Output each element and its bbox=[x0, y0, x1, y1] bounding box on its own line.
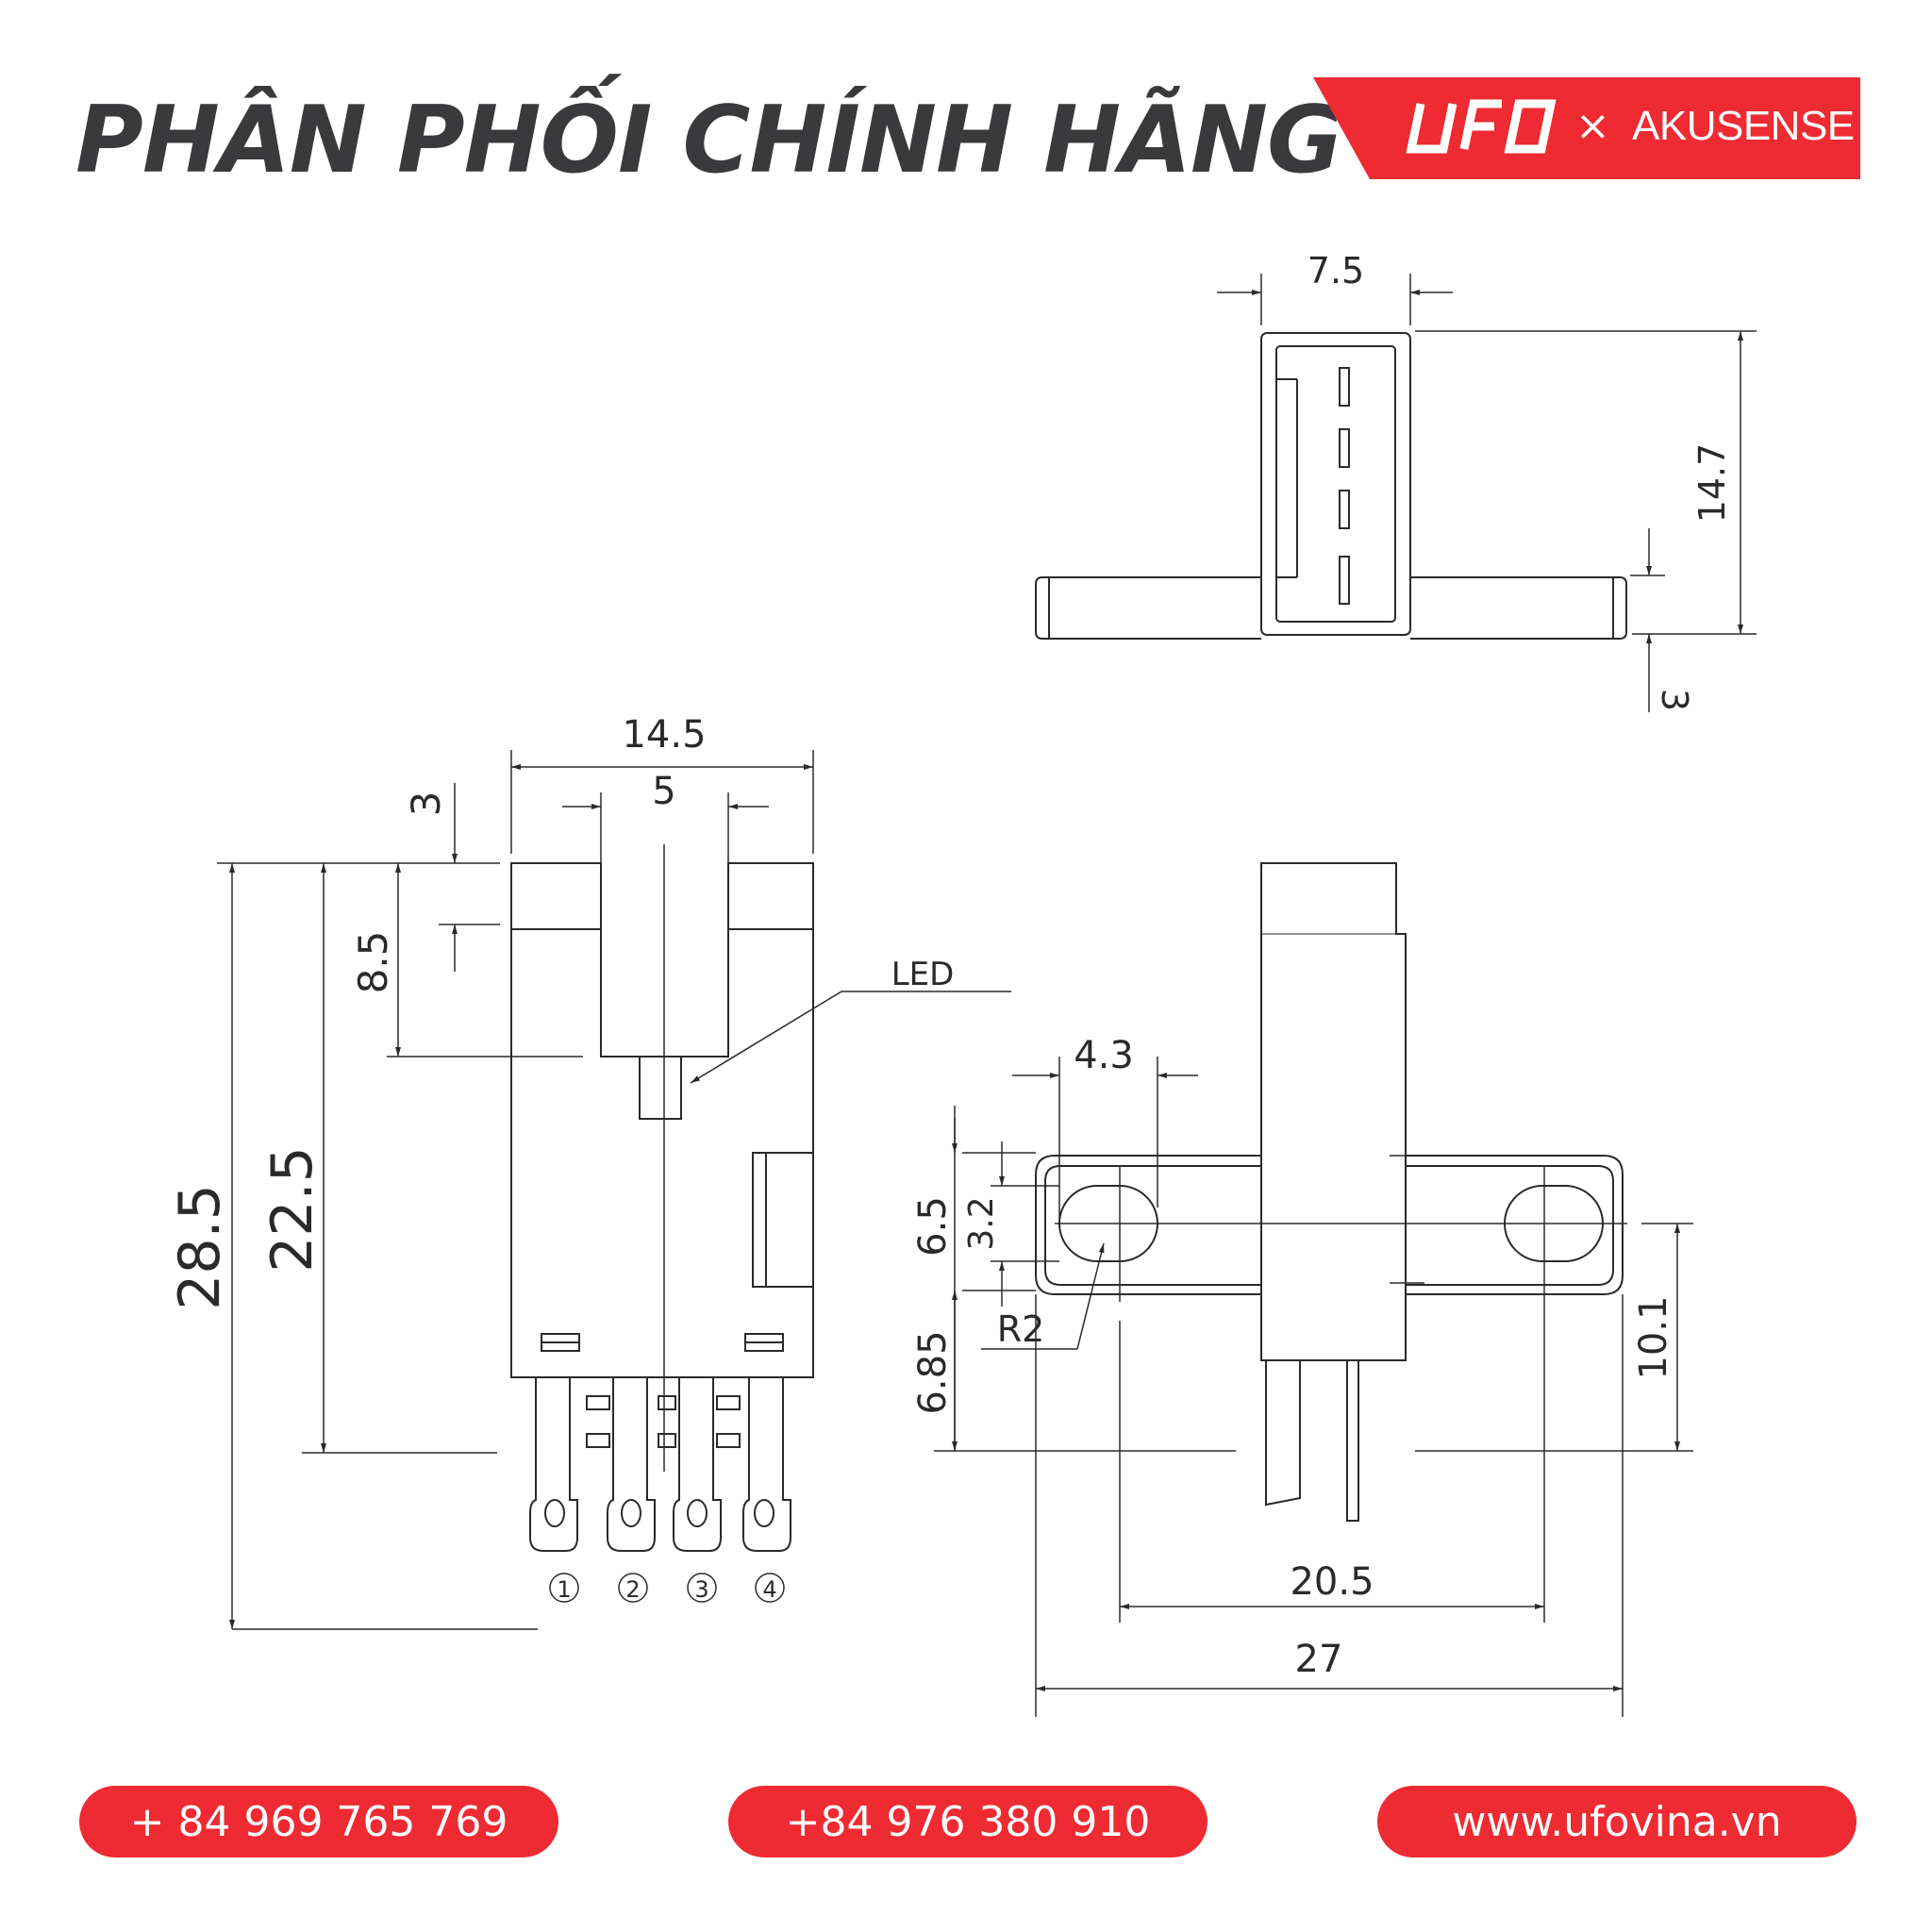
dim-body-height: 22.5 bbox=[259, 1146, 325, 1273]
dim-front-width: 14.5 bbox=[622, 713, 706, 757]
pin-4-label: 4 bbox=[762, 1576, 776, 1603]
pin-1-label: 1 bbox=[557, 1576, 571, 1603]
page-title: PHÂN PHỐI CHÍNH HÃNG bbox=[75, 87, 1342, 194]
dim-hole-spacing: 20.5 bbox=[1290, 1560, 1374, 1604]
dim-hole-position: 10.1 bbox=[1632, 1295, 1675, 1379]
dim-hole-height: 3.2 bbox=[962, 1196, 1001, 1250]
dim-slot-width: 5 bbox=[652, 770, 675, 813]
dim-top-flange: 3 bbox=[1654, 689, 1695, 711]
side-view bbox=[934, 862, 1693, 1717]
dim-radius: R2 bbox=[997, 1308, 1045, 1350]
brand-banner: × AKUSENSE bbox=[1313, 77, 1860, 179]
led-label: LED bbox=[891, 956, 955, 993]
dim-flange-height: 6.5 bbox=[911, 1196, 955, 1257]
dim-top-width: 7.5 bbox=[1307, 250, 1364, 291]
top-view bbox=[1035, 274, 1757, 712]
pin-2-label: 2 bbox=[625, 1576, 640, 1603]
dim-top-height: 14.7 bbox=[1691, 443, 1733, 524]
website-button[interactable]: www.ufovina.vn bbox=[1377, 1786, 1857, 1857]
dim-hole-width: 4.3 bbox=[1074, 1034, 1134, 1077]
front-view bbox=[217, 750, 1011, 1630]
pin-3-label: 3 bbox=[694, 1576, 708, 1603]
ufo-logo-icon bbox=[1406, 99, 1557, 154]
phone-2-button[interactable]: +84 976 380 910 bbox=[728, 1786, 1208, 1857]
dim-top-gap: 3 bbox=[403, 791, 449, 817]
dim-offset: 6.85 bbox=[911, 1330, 955, 1414]
brand-separator: × bbox=[1575, 102, 1610, 150]
phone-1-button[interactable]: + 84 969 765 769 bbox=[79, 1786, 558, 1857]
brand-partner-name: AKUSENSE bbox=[1632, 103, 1855, 149]
dim-slot-depth: 8.5 bbox=[350, 931, 396, 994]
dim-overall-length: 27 bbox=[1295, 1638, 1343, 1681]
dim-overall-height: 28.5 bbox=[167, 1184, 233, 1310]
